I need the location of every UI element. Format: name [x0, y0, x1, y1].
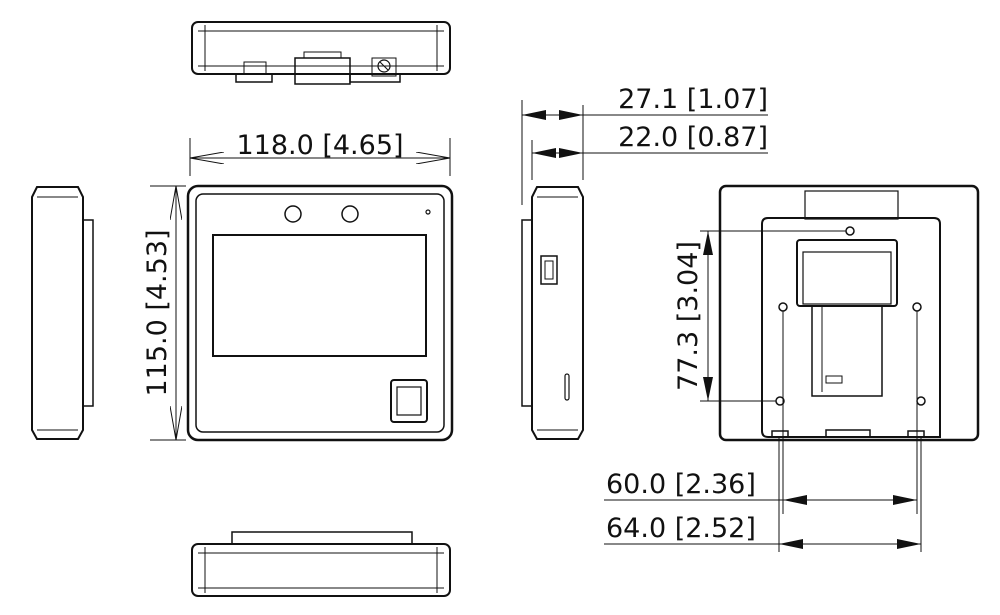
mount-width-label: 64.0 [2.52] — [606, 513, 756, 544]
depth-total-label: 27.1 [1.07] — [618, 84, 768, 115]
width-dimension-label: 118.0 [4.65] — [236, 130, 403, 161]
mount-hole-spacing-label: 60.0 [2.36] — [606, 469, 756, 500]
usb-port — [540, 255, 558, 285]
bottom-view — [191, 531, 451, 597]
depth-body-label: 22.0 [0.87] — [618, 122, 768, 153]
camera-lens-right — [341, 205, 359, 223]
mount-vertical-label: 77.3 [3.04] — [673, 241, 704, 391]
mount-vertical-dimension: 77.3 [3.04] — [673, 230, 846, 402]
top-view — [191, 21, 451, 85]
display-screen — [212, 234, 427, 357]
mount-horizontal-dimensions: 60.0 [2.36] 64.0 [2.52] — [604, 311, 922, 552]
height-dimension-label: 115.0 [4.53] — [142, 229, 173, 396]
fingerprint-sensor — [390, 379, 428, 423]
height-dimension: 115.0 [4.53] — [142, 185, 186, 441]
right-side-view — [521, 186, 584, 440]
indicator-light — [425, 209, 431, 215]
left-side-view — [31, 186, 94, 440]
camera-lens-left — [284, 205, 302, 223]
mount-hole-bottom-right — [916, 396, 926, 406]
bracket-block — [796, 239, 898, 307]
mounting-plate — [761, 217, 941, 438]
back-view — [718, 184, 980, 442]
depth-dimensions: 27.1 [1.07] 22.0 [0.87] — [521, 84, 768, 205]
front-view — [186, 184, 454, 442]
mount-hole-top-left — [778, 302, 788, 312]
mount-hole-top-right — [912, 302, 922, 312]
side-slot — [564, 373, 570, 401]
width-dimension: 118.0 [4.65] — [189, 130, 451, 176]
